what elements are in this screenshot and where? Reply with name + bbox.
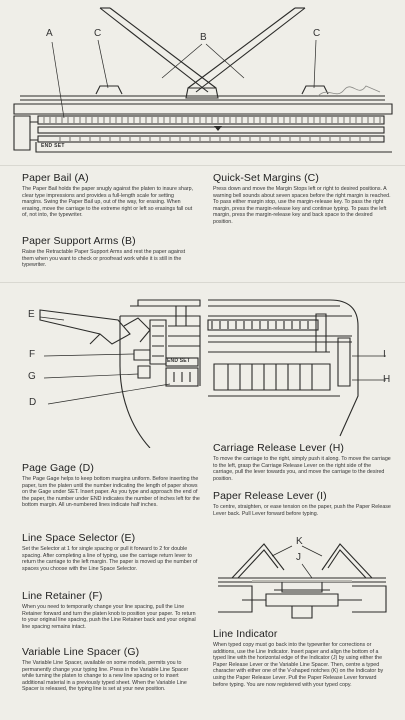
section-body: Set the Selector at 1 for single spacing…	[22, 546, 198, 572]
figure2-label-d: D	[29, 397, 37, 408]
section-title: Paper Bail (A)	[22, 172, 89, 184]
figure2-scale-text: END SET	[167, 358, 191, 364]
figure2-label-e: E	[28, 309, 35, 320]
figure2-label-g: G	[28, 371, 36, 382]
section-title: Quick-Set Margins (C)	[213, 172, 319, 184]
figure-carriage-diagram	[39, 299, 386, 448]
section-paper-bail: Paper Bail (A) The Paper Bail holds the …	[22, 172, 194, 219]
section-page-gage: Page Gage (D) The Page Gage helps to kee…	[22, 462, 200, 509]
section-body: The Page Gage helps to keep bottom margi…	[22, 476, 200, 509]
section-quick-set-margins: Quick-Set Margins (C) Press down and mov…	[213, 172, 391, 226]
section-support-arms: Paper Support Arms (B) Raise the Retract…	[22, 235, 194, 269]
figure1-scale-text: END SET	[41, 143, 65, 149]
figure-line-indicator-diagram	[218, 543, 387, 619]
figure2-label-f: F	[29, 349, 36, 360]
fold-line	[0, 282, 405, 283]
section-body: Press down and move the Margin Stops lef…	[213, 186, 391, 225]
figure1-label-b: B	[200, 32, 207, 43]
figure1-label-c-right: C	[313, 28, 321, 39]
section-title: Line Space Selector (E)	[22, 532, 136, 544]
section-variable-line-spacer: Variable Line Spacer (G) The Variable Li…	[22, 646, 200, 693]
section-title: Line Indicator	[213, 628, 278, 640]
section-carriage-release-lever: Carriage Release Lever (H) To move the c…	[213, 442, 391, 482]
section-line-indicator: Line Indicator When typed copy must go b…	[213, 628, 391, 688]
section-line-retainer: Line Retainer (F) When you need to tempo…	[22, 590, 200, 630]
figure2-label-i: I	[383, 349, 386, 360]
figure1-label-c-left: C	[94, 28, 102, 39]
section-title: Variable Line Spacer (G)	[22, 646, 140, 658]
figure3-label-k: K	[296, 536, 303, 547]
fold-line	[0, 165, 405, 166]
section-title: Paper Release Lever (I)	[213, 490, 327, 502]
section-line-space-selector: Line Space Selector (E) Set the Selector…	[22, 532, 200, 572]
section-body: To move the carriage to the right, simpl…	[213, 456, 391, 482]
section-body: The Variable Line Spacer, available on s…	[22, 660, 189, 693]
section-body: When you need to temporarily change your…	[22, 604, 196, 630]
section-title: Page Gage (D)	[22, 462, 94, 474]
section-body: The Paper Bail holds the paper snugly ag…	[22, 186, 194, 219]
section-title: Line Retainer (F)	[22, 590, 103, 602]
section-body: When typed copy must go back into the ty…	[213, 642, 384, 688]
section-body: To centre, straighten, or ease tension o…	[213, 504, 391, 517]
figure2-label-h: H	[383, 374, 391, 385]
figure3-label-j: J	[296, 552, 301, 563]
section-paper-release-lever: Paper Release Lever (I) To centre, strai…	[213, 490, 391, 517]
section-body: Raise the Retractable Paper Support Arms…	[22, 249, 186, 269]
section-title: Carriage Release Lever (H)	[213, 442, 344, 454]
section-title: Paper Support Arms (B)	[22, 235, 136, 247]
figure1-label-a: A	[46, 28, 53, 39]
figure-paper-bail-diagram	[13, 7, 393, 153]
